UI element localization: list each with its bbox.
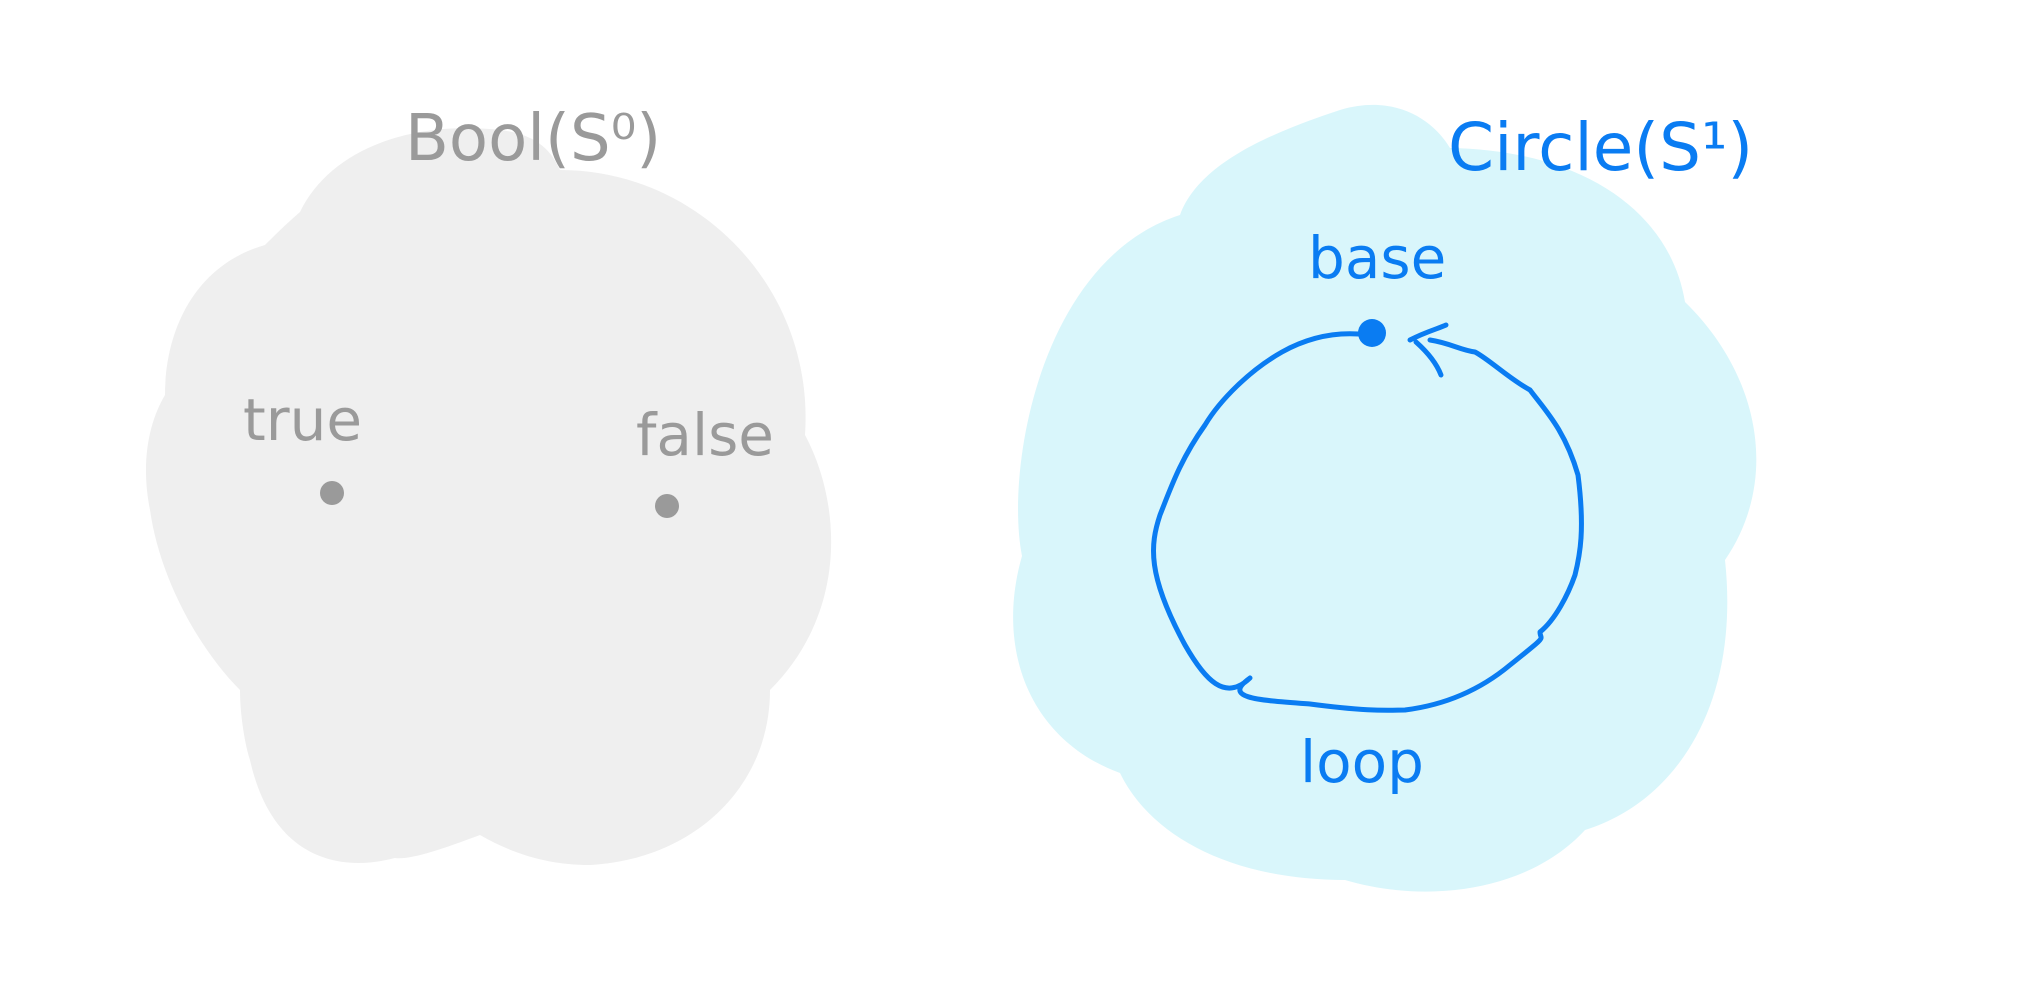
true-point <box>320 481 344 505</box>
loop-label: loop <box>1300 728 1424 796</box>
base-label: base <box>1308 224 1446 292</box>
bool-point-false: false <box>636 401 774 518</box>
bool-space: Bool(S⁰) true false <box>145 102 832 865</box>
bool-point-true: true <box>243 386 362 505</box>
circle-space-title: Circle(S¹) <box>1448 109 1753 186</box>
circle-space-blob <box>1013 104 1757 892</box>
loop-arrowhead <box>1407 322 1449 378</box>
loop-path <box>1151 331 1584 713</box>
true-label: true <box>243 386 362 454</box>
base-point <box>1358 319 1386 347</box>
false-point <box>655 494 679 518</box>
bool-space-blob <box>145 128 832 865</box>
bool-space-title: Bool(S⁰) <box>405 102 661 176</box>
circle-space: Circle(S¹) base loop <box>1013 104 1757 892</box>
false-label: false <box>636 401 774 469</box>
